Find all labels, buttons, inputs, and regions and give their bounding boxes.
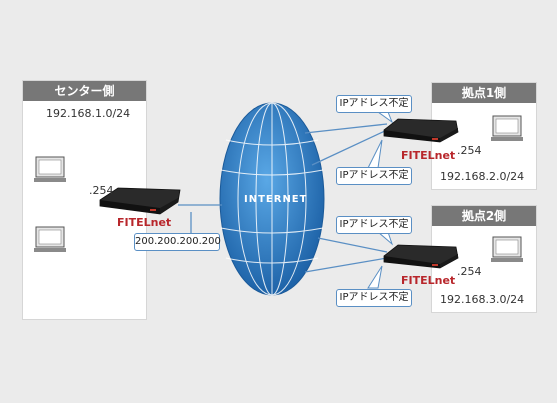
center-router-icon: [99, 187, 181, 215]
internet-label: INTERNET: [244, 194, 308, 205]
site2-router-icon: [383, 244, 459, 269]
site1-ip-callout-top: IPアドレス不定: [336, 95, 412, 113]
site1-subnet: 192.168.2.0/24: [440, 170, 525, 183]
site2-ip-callout-bottom: IPアドレス不定: [336, 289, 412, 307]
site1-router-icon: [383, 118, 459, 143]
center-pc-2-icon: [34, 226, 66, 252]
center-lan-address: .254: [89, 184, 114, 197]
center-pc-1-icon: [34, 156, 66, 182]
site1-ip-callout-bottom: IPアドレス不定: [336, 167, 412, 185]
center-subnet: 192.168.1.0/24: [46, 107, 131, 120]
center-router-brand: FITELnet: [117, 216, 172, 229]
site2-ip-callout-top: IPアドレス不定: [336, 216, 412, 234]
site2-lan-address: .254: [457, 265, 482, 278]
site1-lan-address: .254: [457, 144, 482, 157]
center-panel-title: センター側: [23, 81, 146, 101]
site1-pc-icon: [491, 115, 523, 141]
site2-router-brand: FITELnet: [401, 274, 456, 287]
site1-router-brand: FITELnet: [401, 149, 456, 162]
site1-panel-title: 拠点1側: [432, 83, 536, 103]
internet-globe: [219, 102, 325, 296]
center-wan-address: 200.200.200.200: [134, 233, 221, 251]
site2-subnet: 192.168.3.0/24: [440, 293, 525, 306]
site2-pc-icon: [491, 236, 523, 262]
site2-panel-title: 拠点2側: [432, 206, 536, 226]
